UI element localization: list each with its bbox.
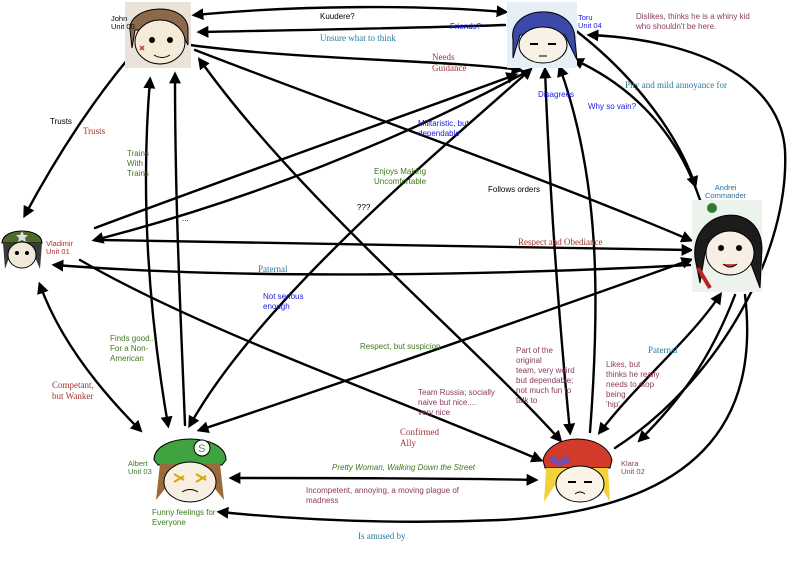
label-respect-obediance: Respect and Obediance: [518, 237, 603, 247]
label-likes-but: Likes, but thinks he really needs to sto…: [606, 360, 660, 409]
arrow-albert-john-2: [169, 71, 187, 427]
arrow-john-albert-1: [143, 76, 173, 429]
label-funny-feelings: Funny feelings for Everyone: [152, 508, 216, 527]
label-pretty-woman: Pretty Woman, Walking Down the Street: [332, 463, 476, 472]
label-militaristic: Militaristic, but dependable: [418, 119, 469, 138]
label-pity: Pity and mild annoyance for: [625, 80, 727, 90]
arrow-john-toru: [191, 5, 509, 21]
label-finds-good: Finds good... For a Non- American: [110, 334, 157, 363]
label-dislikes: Dislikes, thinks he is a whiny kid who s…: [636, 12, 750, 31]
label-amused: Is amused by: [358, 531, 406, 541]
svg-text:S: S: [198, 443, 205, 455]
label-enjoys: Enjoys Making Uncomfortable: [374, 167, 427, 186]
label-paternal-right: Paternal: [648, 345, 678, 355]
arrow-vladimir-albert: [37, 281, 143, 433]
arrow-albert-klara: [228, 472, 539, 486]
toru-portrait: [505, 0, 580, 70]
arrow-john-klara: [197, 57, 563, 443]
john-portrait: [120, 0, 196, 70]
arrow-toru-andrei: [573, 28, 699, 189]
label-not-serious: Not serious enough: [263, 292, 304, 311]
label-qqq: ???: [357, 203, 371, 212]
label-disagrees: Disagrees: [538, 90, 575, 99]
label-respect-suspicion: Respect, but suspicion: [360, 342, 441, 351]
arrow-albert-andrei: [196, 257, 694, 434]
label-needs-guidance: Needs Guidance: [432, 52, 467, 73]
label-trains: Trains With Trains: [127, 149, 149, 178]
label-follows: Follows orders: [488, 185, 541, 194]
label-team-russia: Team Russia; socially naive but nice....…: [418, 388, 495, 417]
label-confirmed-ally: Confirmed Ally: [400, 427, 439, 448]
label-paternal-left: Paternal: [258, 264, 288, 274]
label-dots: ...: [182, 214, 189, 223]
label-trusts-red: Trusts: [83, 126, 106, 136]
klara-portrait: [540, 430, 615, 505]
arrow-andrei-albert-amused: [216, 293, 749, 523]
label-unsure: Unsure what to think: [320, 33, 396, 43]
label-friends: Friends?: [450, 22, 482, 31]
label-competant: Competant, but Wanker: [52, 380, 94, 401]
label-why-vain: Why so vain?: [588, 102, 637, 111]
arrow-toru-john-unsure: [196, 23, 507, 38]
arrow-john-toru-guidance: [188, 43, 524, 75]
arrow-klara-andrei: [597, 292, 722, 435]
albert-portrait: S: [152, 430, 228, 505]
arrow-andrei-toru-pity: [571, 58, 702, 202]
label-part-of-team: Part of the original team, very weird bu…: [516, 346, 575, 405]
arrow-andrei-klara: [637, 293, 737, 443]
label-trusts-black: Trusts: [50, 117, 72, 126]
andrei-portrait: [690, 198, 765, 295]
arrow-klara-toru-2: [557, 64, 597, 434]
label-incompetent: Incompetent, annoying, a moving plague o…: [306, 486, 459, 505]
label-kuudere: Kuudere?: [320, 12, 355, 21]
vladimir-portrait: [0, 225, 45, 273]
arrow-vladimir-toru: [93, 72, 519, 230]
arrow-toru-klara: [539, 66, 576, 436]
